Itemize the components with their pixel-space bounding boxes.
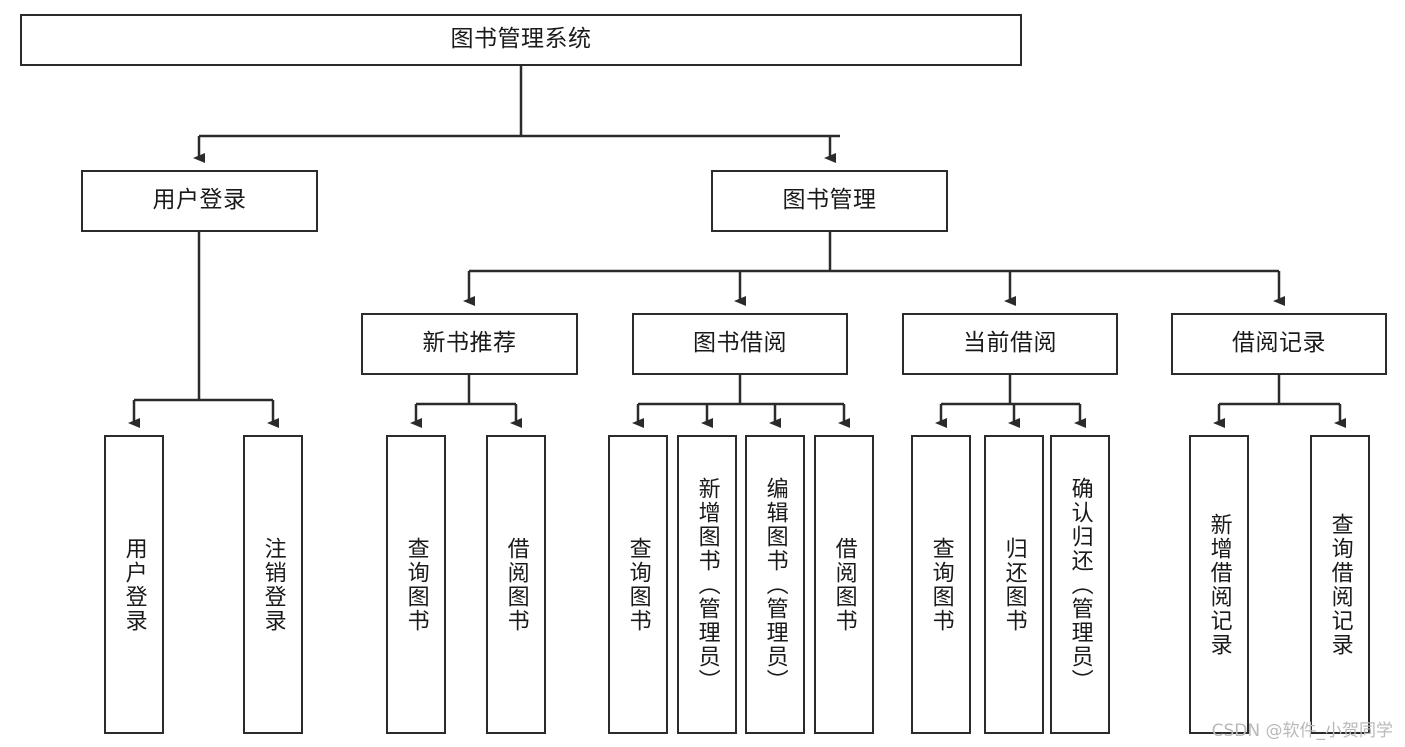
node-book-borrow-label: 图书借阅 (693, 330, 787, 357)
node-new-book-rec[interactable]: 新书推荐 (361, 313, 578, 375)
node-book-manage[interactable]: 图书管理 (711, 170, 948, 232)
node-leaf-query-record[interactable]: 查询借阅记录 (1310, 435, 1370, 734)
node-book-borrow[interactable]: 图书借阅 (632, 313, 848, 375)
node-new-book-rec-label: 新书推荐 (422, 330, 517, 357)
node-leaf-edit-book[interactable]: 编辑图书（管理员） (745, 435, 805, 734)
node-leaf-user-login[interactable]: 用户登录 (104, 435, 164, 734)
node-leaf-edit-book-label: 编辑图书（管理员） (762, 476, 788, 693)
node-borrow-record[interactable]: 借阅记录 (1171, 313, 1387, 375)
node-leaf-query-book-3[interactable]: 查询图书 (911, 435, 971, 734)
node-leaf-add-record[interactable]: 新增借阅记录 (1189, 435, 1249, 734)
node-user-login-label: 用户登录 (152, 187, 247, 214)
watermark-text: CSDN @软件_小贺同学 (1211, 721, 1393, 741)
node-leaf-query-book-2[interactable]: 查询图书 (608, 435, 668, 734)
node-leaf-query-book-2-label: 查询图书 (625, 536, 651, 633)
node-leaf-add-book[interactable]: 新增图书（管理员） (677, 435, 737, 734)
node-current-borrow-label: 当前借阅 (963, 330, 1057, 357)
node-root-label: 图书管理系统 (450, 26, 592, 53)
node-root[interactable]: 图书管理系统 (20, 14, 1022, 66)
node-borrow-record-label: 借阅记录 (1232, 330, 1326, 357)
node-leaf-confirm-return[interactable]: 确认归还（管理员） (1050, 435, 1110, 734)
node-leaf-logout-label: 注销登录 (260, 536, 286, 633)
node-current-borrow[interactable]: 当前借阅 (902, 313, 1118, 375)
node-leaf-query-book-1-label: 查询图书 (403, 536, 429, 633)
node-leaf-query-book-3-label: 查询图书 (928, 536, 954, 633)
node-leaf-borrow-book-2-label: 借阅图书 (831, 536, 857, 633)
node-user-login[interactable]: 用户登录 (81, 170, 318, 232)
node-leaf-return-book-label: 归还图书 (1001, 536, 1027, 633)
node-leaf-confirm-return-label: 确认归还（管理员） (1067, 476, 1093, 693)
node-book-manage-label: 图书管理 (782, 187, 877, 214)
node-leaf-add-book-label: 新增图书（管理员） (694, 476, 720, 693)
node-leaf-query-book-1[interactable]: 查询图书 (386, 435, 446, 734)
node-leaf-user-login-label: 用户登录 (121, 536, 147, 633)
node-leaf-borrow-book-1[interactable]: 借阅图书 (486, 435, 546, 734)
node-leaf-return-book[interactable]: 归还图书 (984, 435, 1044, 734)
node-leaf-borrow-book-1-label: 借阅图书 (503, 536, 529, 633)
node-leaf-add-record-label: 新增借阅记录 (1206, 512, 1232, 657)
node-leaf-borrow-book-2[interactable]: 借阅图书 (814, 435, 874, 734)
node-leaf-logout[interactable]: 注销登录 (243, 435, 303, 734)
node-leaf-query-record-label: 查询借阅记录 (1327, 512, 1353, 657)
